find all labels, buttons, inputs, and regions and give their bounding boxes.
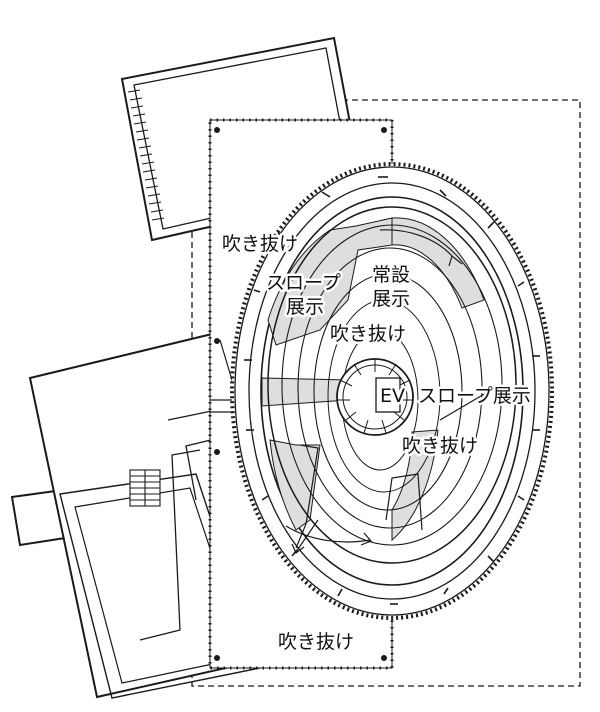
void-center-label: 吹き抜け xyxy=(330,323,406,345)
labels: 吹き抜け スロープ 展示 常設 展示 吹き抜け EV スロープ展示 吹き抜け 吹… xyxy=(220,231,534,656)
column-ticks xyxy=(244,176,540,605)
ev-label: EV xyxy=(380,385,405,407)
ev-core xyxy=(336,358,414,436)
slope-exhibit-right-label: スロープ展示 xyxy=(418,385,531,407)
void-top-label: 吹き抜け xyxy=(222,233,298,255)
stair-hatch xyxy=(127,89,165,221)
void-right-label: 吹き抜け xyxy=(402,435,478,457)
slope-exhibit-label-line2: 展示 xyxy=(286,296,324,318)
inner-ramp-lines xyxy=(267,206,517,564)
permanent-exhibit-label-line2: 展示 xyxy=(372,288,410,310)
void-bottom-label: 吹き抜け xyxy=(278,631,354,653)
ramp-arrows xyxy=(285,229,499,554)
lower-stair xyxy=(129,469,161,507)
permanent-exhibit-label-line1: 常設 xyxy=(372,264,410,286)
slope-exhibit-label-line1: スロープ xyxy=(266,272,341,294)
